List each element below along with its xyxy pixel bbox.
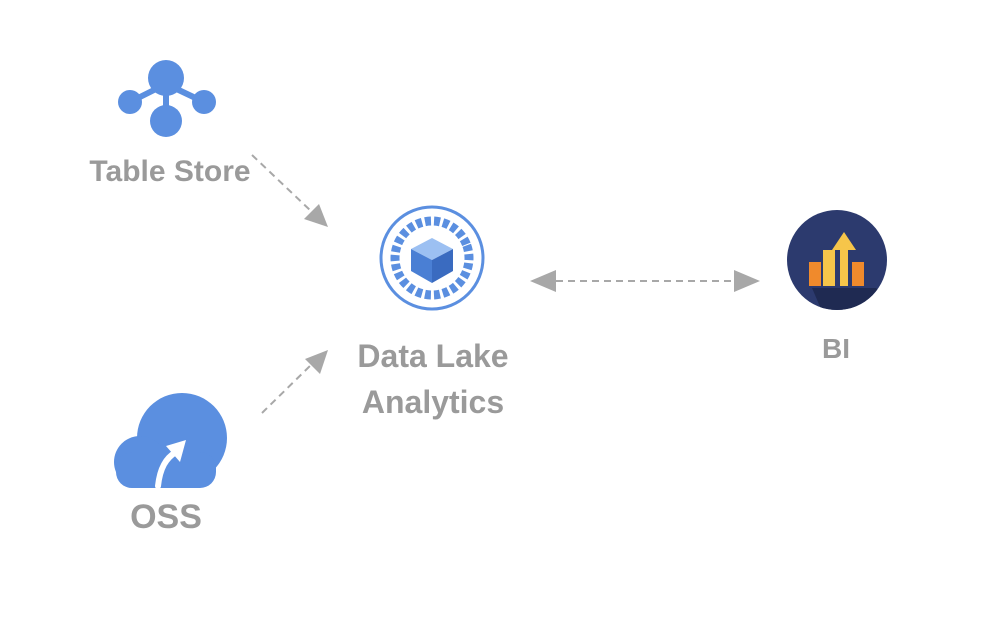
cube-ring-icon: [379, 205, 485, 311]
bi-label: BI: [822, 333, 850, 364]
cloud-upload-icon: [114, 393, 227, 489]
data-lake-analytics-label-line1: Data Lake: [357, 338, 509, 374]
network-nodes-icon: [118, 60, 216, 137]
data-lake-analytics-label-line2: Analytics: [361, 384, 505, 420]
edge-dla-bi-bidirectional: [530, 270, 760, 292]
oss-label: OSS: [130, 498, 202, 536]
data-lake-analytics-label: Data Lake Analytics: [330, 333, 536, 425]
edge-table-store-to-dla: [251, 154, 328, 227]
table-store-label: Table Store: [89, 155, 251, 188]
bar-chart-arrow-icon: [787, 210, 887, 310]
edge-oss-to-dla: [261, 350, 328, 414]
